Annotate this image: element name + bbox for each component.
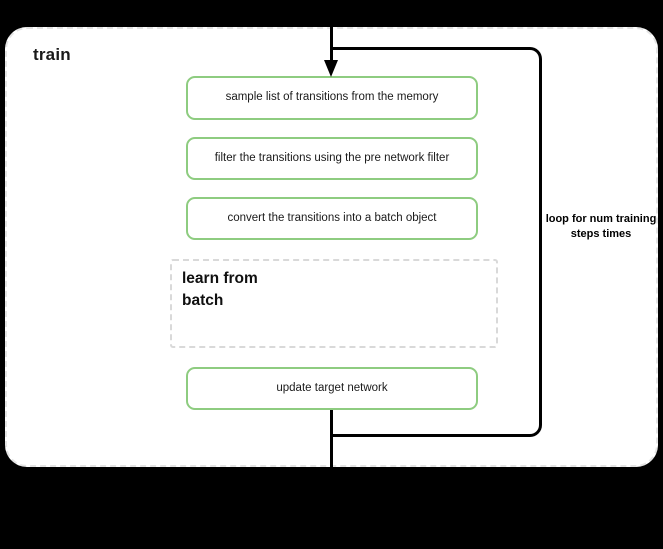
- loop-back-flow-line: [330, 47, 542, 437]
- process-box-label: update target network: [276, 381, 388, 394]
- scope-title-train: train: [33, 45, 71, 64]
- process-box-label: sample list of transitions from the memo…: [225, 91, 439, 104]
- entry-flow-line: [330, 0, 333, 64]
- sub-block-learn-from-batch[interactable]: learn from batch: [170, 259, 498, 348]
- process-box-update-target-network[interactable]: update target network: [186, 367, 478, 410]
- loop-label: loop for num training steps times: [545, 213, 657, 240]
- process-box-convert-to-batch[interactable]: convert the transitions into a batch obj…: [186, 197, 478, 240]
- process-box-sample-transitions[interactable]: sample list of transitions from the memo…: [186, 76, 478, 120]
- exit-flow-line: [330, 410, 333, 472]
- process-box-filter-transitions[interactable]: filter the transitions using the pre net…: [186, 137, 478, 180]
- process-box-label: filter the transitions using the pre net…: [214, 151, 450, 164]
- process-box-label: convert the transitions into a batch obj…: [227, 211, 437, 224]
- entry-arrowhead-icon: [324, 60, 338, 77]
- sub-block-title: learn from batch: [182, 270, 258, 310]
